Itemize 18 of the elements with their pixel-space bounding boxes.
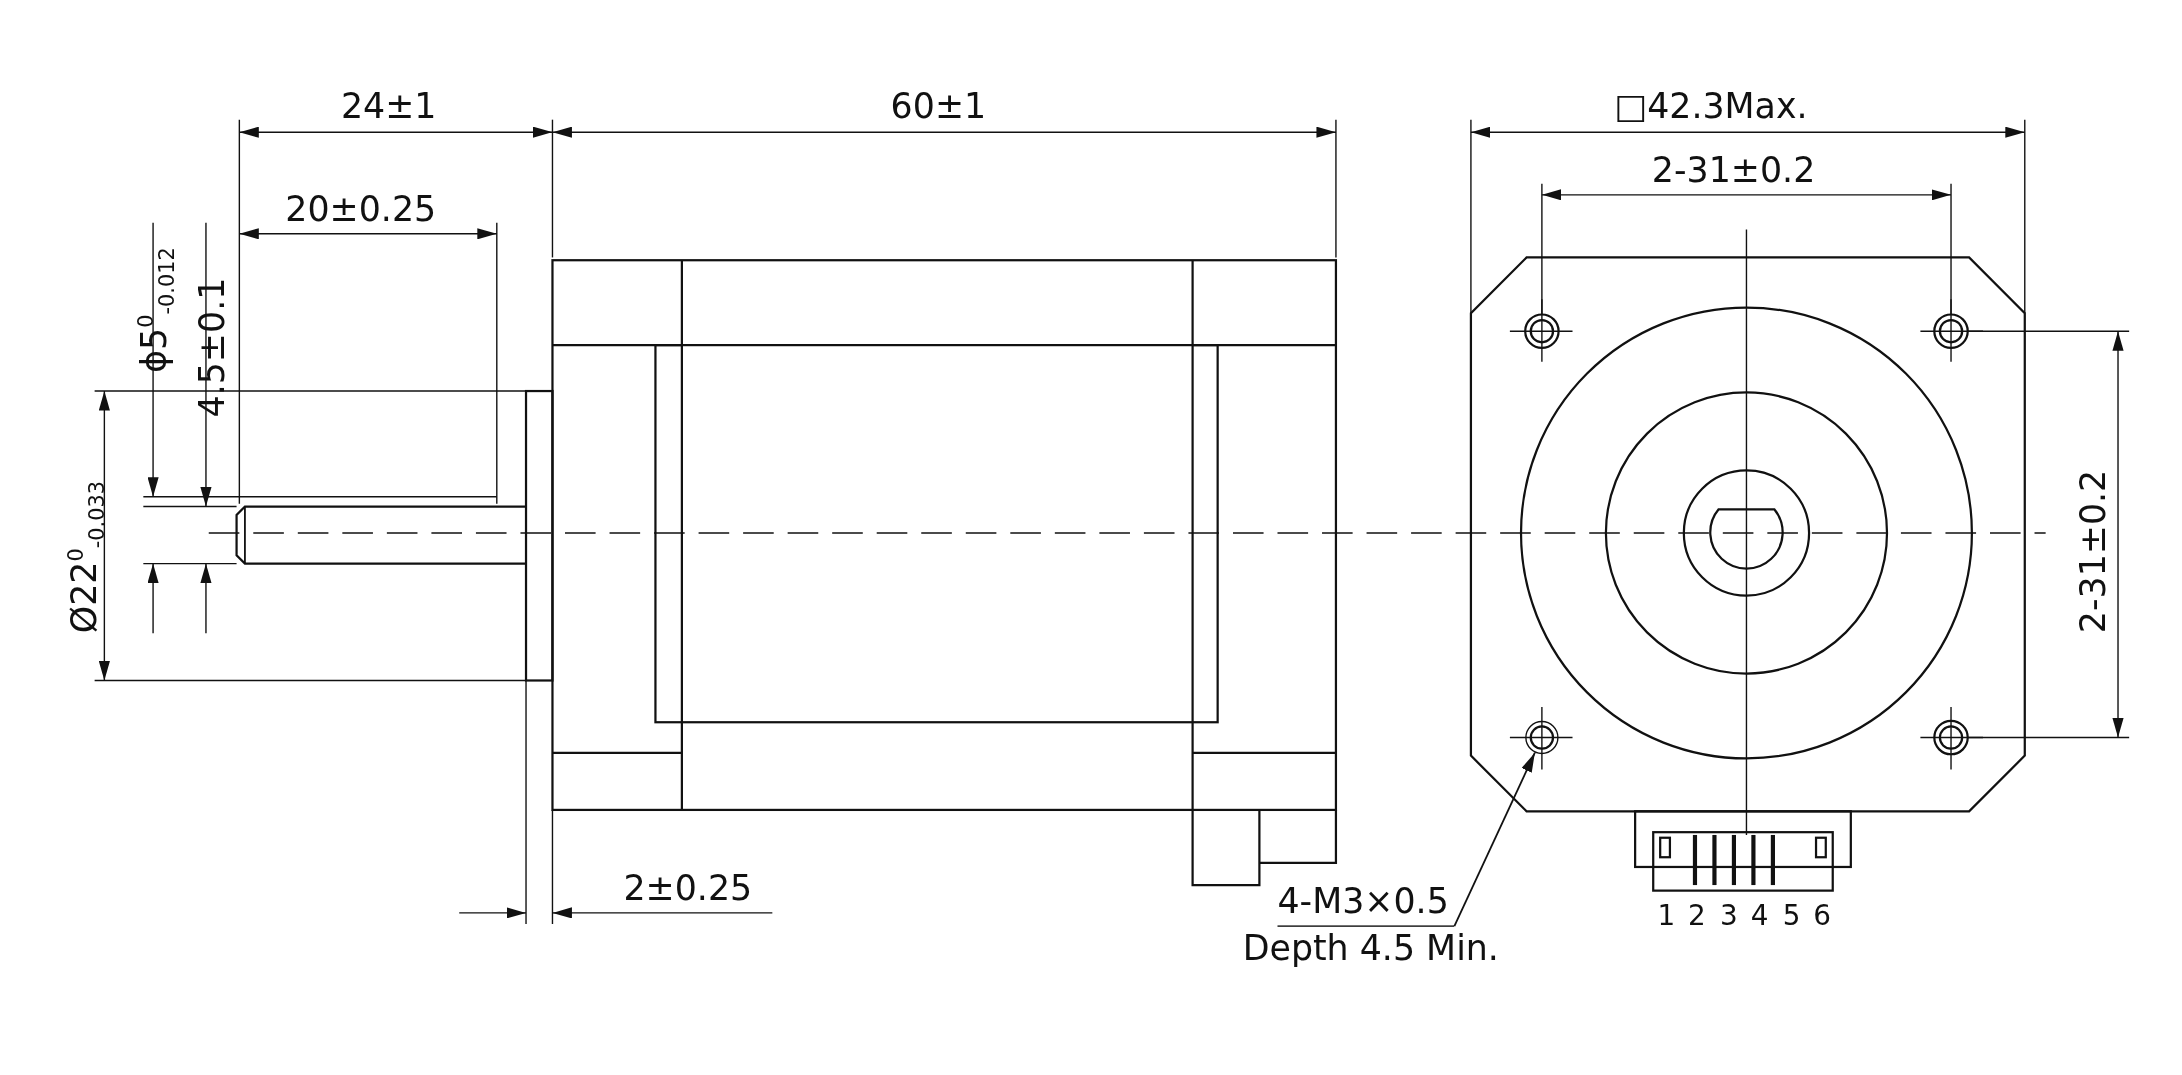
pin-number: 4 xyxy=(1750,901,1769,930)
dimension-label: 24±1 xyxy=(340,89,437,124)
leader-line xyxy=(1453,751,1536,927)
mounting-hole xyxy=(1525,720,1559,755)
dimension-label: 20±0.25 xyxy=(285,192,437,227)
callout-text: Depth 4.5 Min. xyxy=(1242,926,1499,970)
pin-number: 5 xyxy=(1782,901,1801,930)
pin-number: 3 xyxy=(1720,901,1738,930)
callout-text: 4-M3×0.5 xyxy=(1277,879,1455,927)
dimension-label: 4.5±0.1 xyxy=(194,277,230,418)
dimension-label: 60±1 xyxy=(890,89,987,124)
dimension-label: 2-31±0.2 xyxy=(1651,153,1816,188)
pin-number: 6 xyxy=(1813,901,1831,930)
dimension-label: 2±0.25 xyxy=(623,871,753,906)
dimension-label: 2-31±0.2 xyxy=(2076,469,2112,634)
pin-number: 1 xyxy=(1657,901,1676,930)
dimension-label: □42.3Max. xyxy=(1614,89,1808,124)
pin-number: 2 xyxy=(1688,901,1706,930)
